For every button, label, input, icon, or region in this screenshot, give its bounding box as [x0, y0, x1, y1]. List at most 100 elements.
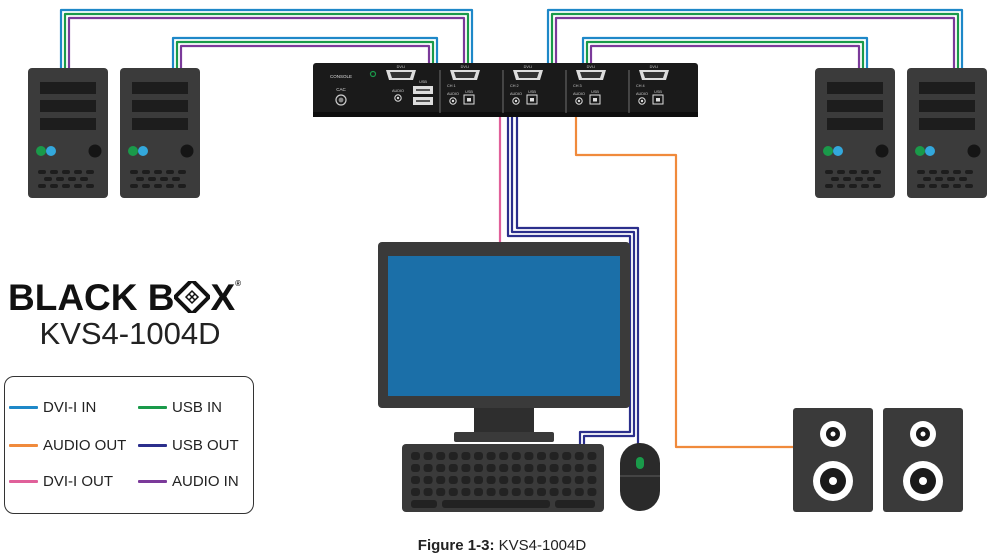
cable-dvi-in-pc1	[59, 8, 474, 75]
svg-text:DVI-I: DVI-I	[461, 65, 470, 69]
pc-tower-icon	[120, 68, 200, 198]
cable-dvi-in-pc2	[171, 36, 439, 75]
cable-usb-in-pc2	[175, 40, 435, 75]
figure-number: Figure 1-3:	[417, 537, 495, 554]
status-led	[823, 146, 833, 156]
power-button-icon	[875, 144, 889, 158]
legend-label: AUDIO OUT	[43, 437, 127, 454]
monitor-icon	[378, 242, 630, 442]
svg-text:AUDIO: AUDIO	[636, 92, 648, 96]
power-button-icon	[967, 144, 981, 158]
cable-group-pc4	[546, 8, 964, 75]
speakers	[793, 408, 963, 512]
svg-text:USB: USB	[528, 90, 536, 94]
cable-audio-in-pc1	[67, 16, 466, 75]
status-led	[925, 146, 935, 156]
legend-item: USB IN	[138, 399, 222, 416]
mouse-wheel	[636, 457, 644, 469]
legend-swatch	[138, 444, 167, 447]
mouse-icon	[620, 443, 660, 511]
keyboard-keys	[411, 452, 597, 508]
keyboard-icon	[402, 444, 604, 512]
legend-item: DVI-I IN	[9, 399, 96, 416]
model-title: KVS4-1004D	[39, 316, 221, 351]
pc-tower-icon	[28, 68, 108, 198]
speaker-icon	[883, 408, 963, 512]
cable-usb-out-mouse	[515, 112, 640, 444]
cable-usb-out-keyboard-2	[510, 112, 636, 444]
cable-audio-in-pc2	[179, 44, 431, 75]
dvi-port: DVI-I	[639, 65, 669, 80]
audio-port: AUDIO	[510, 92, 522, 105]
audio-port: AUDIO	[392, 89, 404, 102]
legend-label: DVI-I OUT	[43, 473, 113, 490]
status-led	[46, 146, 56, 156]
svg-text:USB: USB	[654, 90, 662, 94]
power-button-icon	[180, 144, 194, 158]
cable-dvi-in-pc3	[581, 36, 869, 75]
pc-towers	[28, 68, 987, 198]
cable-dvi-in-pc4	[546, 8, 964, 75]
monitor-screen	[388, 256, 620, 396]
legend-swatch	[9, 444, 38, 447]
legend-swatch	[9, 406, 38, 409]
cable-audio-in-pc3	[589, 44, 861, 75]
figure-caption: Figure 1-3: KVS4-1004D	[0, 537, 1004, 554]
status-led	[128, 146, 138, 156]
cable-usb-in-pc3	[585, 40, 865, 75]
status-led	[36, 146, 46, 156]
speaker-icon	[793, 408, 873, 512]
legend-item: AUDIO IN	[138, 473, 239, 490]
power-button-icon	[88, 144, 102, 158]
svg-text:DVI-I: DVI-I	[524, 65, 533, 69]
svg-text:AUDIO: AUDIO	[573, 92, 585, 96]
pc-tower-icon	[815, 68, 895, 198]
usb-port: USB	[463, 90, 475, 105]
status-led	[833, 146, 843, 156]
legend-label: USB OUT	[172, 437, 239, 454]
black-box-logo-icon	[172, 277, 213, 323]
legend-swatch	[9, 480, 38, 483]
cac-port	[335, 94, 347, 106]
legend-swatch	[138, 406, 167, 409]
usb-port: USB	[589, 90, 601, 105]
audio-port: AUDIO	[447, 92, 459, 105]
cable-audio-out	[574, 112, 800, 449]
cable-group-pc2	[171, 36, 439, 75]
brand-name: BLACK B	[8, 277, 175, 318]
svg-text:DVI-I: DVI-I	[587, 65, 596, 69]
channel-label: CH 1	[447, 84, 456, 88]
cable-legend: DVI-I IN USB IN AUDIO OUT USB OUT DVI-I …	[4, 376, 254, 514]
legend-item: DVI-I OUT	[9, 473, 113, 490]
cable-group-pc1	[59, 8, 474, 75]
usb-port: USB	[526, 90, 538, 105]
svg-text:AUDIO: AUDIO	[392, 89, 404, 93]
legend-label: USB IN	[172, 399, 223, 416]
cac-label: CAC	[336, 87, 346, 92]
registered-mark: ®	[235, 279, 242, 288]
svg-text:USB: USB	[591, 90, 599, 94]
dvi-port: DVI-I	[576, 65, 606, 80]
figure-text: KVS4-1004D	[494, 537, 587, 554]
svg-text:USB: USB	[465, 90, 473, 94]
status-led	[138, 146, 148, 156]
legend-label: AUDIO IN	[172, 473, 239, 490]
svg-text:DVI-I: DVI-I	[397, 65, 406, 69]
pc-tower-icon	[907, 68, 987, 198]
usb-a-ports: USB	[413, 80, 433, 105]
svg-text:USB: USB	[419, 80, 427, 84]
cable-usb-in-pc1	[63, 12, 470, 75]
cable-group-pc3	[581, 36, 869, 75]
channel-label: CH 3	[573, 84, 582, 88]
power-led	[369, 70, 377, 78]
cable-audio-in-pc4	[554, 16, 956, 75]
status-led	[915, 146, 925, 156]
legend-item: USB OUT	[138, 437, 239, 454]
svg-text:DVI-I: DVI-I	[650, 65, 659, 69]
legend-item: AUDIO OUT	[9, 437, 126, 454]
legend-swatch	[138, 480, 167, 483]
